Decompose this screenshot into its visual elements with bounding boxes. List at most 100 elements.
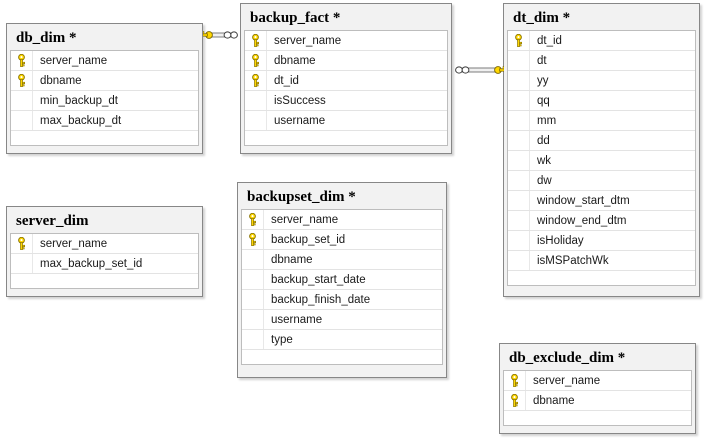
- attribute-row[interactable]: isMSPatchWk: [508, 251, 695, 271]
- attribute-row[interactable]: dbname: [242, 250, 442, 270]
- attribute-key-slot-empty: [11, 111, 33, 130]
- attribute-row[interactable]: dbname: [504, 391, 691, 411]
- primary-key-icon: [11, 51, 33, 70]
- relationship-backup_fact-dt_dim[interactable]: [452, 62, 506, 78]
- entity-title-server_dim: server_dim: [16, 213, 89, 229]
- attribute-row[interactable]: server_name: [504, 371, 691, 391]
- attribute-name: dt_id: [274, 74, 299, 87]
- attribute-name: server_name: [533, 374, 601, 387]
- attribute-row[interactable]: backup_set_id: [242, 230, 442, 250]
- attribute-name: server_name: [40, 237, 108, 250]
- attribute-row[interactable]: min_backup_dt: [11, 91, 198, 111]
- primary-key-icon: [245, 51, 267, 70]
- attribute-row[interactable]: backup_start_date: [242, 270, 442, 290]
- attribute-list-server_dim: server_name max_backup_set_id: [10, 233, 199, 289]
- attribute-row[interactable]: server_name: [242, 210, 442, 230]
- attribute-row[interactable]: dbname: [11, 71, 198, 91]
- attribute-key-slot-empty: [508, 51, 530, 70]
- attribute-name: window_end_dtm: [537, 214, 627, 227]
- attribute-row[interactable]: yy: [508, 71, 695, 91]
- attribute-list-filler: [242, 350, 442, 364]
- attribute-name: dw: [537, 174, 552, 187]
- attribute-row[interactable]: isHoliday: [508, 231, 695, 251]
- attribute-row[interactable]: server_name: [11, 51, 198, 71]
- attribute-key-slot-empty: [508, 171, 530, 190]
- attribute-name: isMSPatchWk: [537, 254, 609, 267]
- attribute-row[interactable]: dt_id: [245, 71, 447, 91]
- primary-key-icon: [11, 71, 33, 90]
- attribute-key-slot-empty: [508, 111, 530, 130]
- entity-title-db_dim: db_dim *: [16, 30, 77, 46]
- attribute-row[interactable]: type: [242, 330, 442, 350]
- attribute-row[interactable]: mm: [508, 111, 695, 131]
- attribute-key-slot-empty: [242, 310, 264, 329]
- attribute-row[interactable]: backup_finish_date: [242, 290, 442, 310]
- attribute-row[interactable]: server_name: [11, 234, 198, 254]
- attribute-key-slot-empty: [242, 290, 264, 309]
- attribute-list-filler: [11, 274, 198, 288]
- attribute-row[interactable]: username: [242, 310, 442, 330]
- attribute-row[interactable]: dt_id: [508, 31, 695, 51]
- attribute-name: dbname: [271, 253, 313, 266]
- attribute-name: type: [271, 333, 293, 346]
- attribute-name: dd: [537, 134, 550, 147]
- attribute-key-slot-empty: [508, 91, 530, 110]
- attribute-name: dt_id: [537, 34, 562, 47]
- relationship-db_dim-backup_fact[interactable]: [201, 27, 241, 43]
- attribute-row[interactable]: max_backup_dt: [11, 111, 198, 131]
- attribute-name: backup_start_date: [271, 273, 366, 286]
- attribute-name: username: [274, 114, 326, 127]
- entity-server_dim[interactable]: server_dim server_name max_backup_set_id: [6, 206, 203, 297]
- attribute-list-filler: [504, 411, 691, 425]
- attribute-row[interactable]: server_name: [245, 31, 447, 51]
- primary-key-icon: [242, 230, 264, 249]
- attribute-name: mm: [537, 114, 557, 127]
- attribute-key-slot-empty: [508, 211, 530, 230]
- attribute-key-slot-empty: [508, 251, 530, 270]
- primary-key-icon: [504, 391, 526, 410]
- attribute-name: isSuccess: [274, 94, 326, 107]
- attribute-row[interactable]: window_start_dtm: [508, 191, 695, 211]
- attribute-row[interactable]: dd: [508, 131, 695, 151]
- attribute-key-slot-empty: [508, 231, 530, 250]
- attribute-name: dt: [537, 54, 547, 67]
- attribute-row[interactable]: dw: [508, 171, 695, 191]
- entity-title-backup_fact: backup_fact *: [250, 10, 341, 26]
- primary-key-icon: [508, 31, 530, 50]
- entity-title-db_exclude_dim: db_exclude_dim *: [509, 350, 626, 366]
- entity-title-backupset_dim: backupset_dim *: [247, 189, 356, 205]
- attribute-row[interactable]: dbname: [245, 51, 447, 71]
- attribute-row[interactable]: username: [245, 111, 447, 131]
- attribute-name: backup_finish_date: [271, 293, 371, 306]
- attribute-name: server_name: [40, 54, 108, 67]
- attribute-key-slot-empty: [242, 330, 264, 349]
- attribute-name: dbname: [274, 54, 316, 67]
- attribute-key-slot-empty: [242, 270, 264, 289]
- attribute-row[interactable]: dt: [508, 51, 695, 71]
- attribute-name: min_backup_dt: [40, 94, 118, 107]
- attribute-name: dbname: [40, 74, 82, 87]
- attribute-row[interactable]: qq: [508, 91, 695, 111]
- attribute-row[interactable]: wk: [508, 151, 695, 171]
- attribute-name: server_name: [271, 213, 339, 226]
- attribute-row[interactable]: window_end_dtm: [508, 211, 695, 231]
- attribute-name: yy: [537, 74, 549, 87]
- attribute-row[interactable]: isSuccess: [245, 91, 447, 111]
- primary-key-icon: [504, 371, 526, 390]
- attribute-name: dbname: [533, 394, 575, 407]
- attribute-key-slot-empty: [11, 91, 33, 110]
- primary-key-icon: [245, 31, 267, 50]
- attribute-row[interactable]: max_backup_set_id: [11, 254, 198, 274]
- entity-title-dt_dim: dt_dim *: [513, 10, 571, 26]
- attribute-list-filler: [11, 131, 198, 145]
- attribute-name: max_backup_dt: [40, 114, 122, 127]
- attribute-key-slot-empty: [242, 250, 264, 269]
